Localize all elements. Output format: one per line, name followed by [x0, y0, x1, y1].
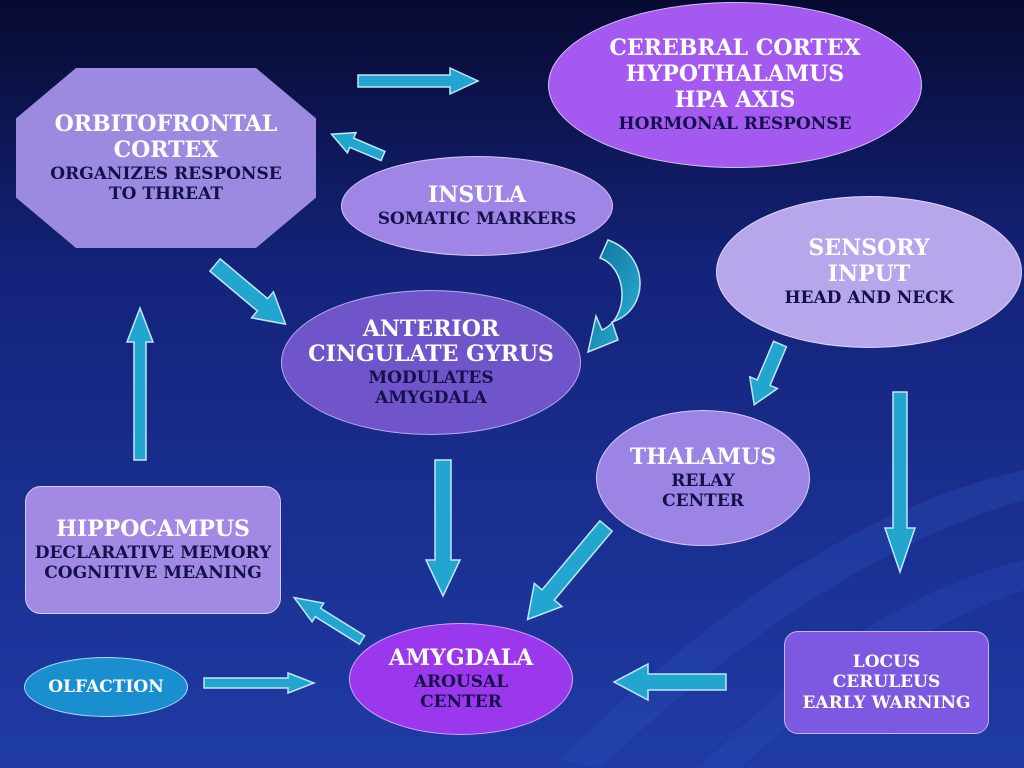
insula-title: INSULA — [427, 182, 526, 208]
amygdala-title: AMYGDALA — [388, 644, 534, 671]
hippocampus-sub-1: DECLARATIVE MEMORY — [34, 542, 272, 563]
thalamus-title: THALAMUS — [629, 443, 777, 470]
thalamus-node: THALAMUS RELAY CENTER — [596, 410, 810, 546]
acg-title-2: CINGULATE GYRUS — [308, 341, 554, 368]
sensory-title-1: SENSORY — [808, 235, 930, 262]
hippocampus-sub-2: COGNITIVE MEANING — [44, 562, 262, 583]
acg-sub-2: AMYGDALA — [375, 388, 487, 409]
orbitofrontal-sub-2: TO THREAT — [108, 183, 224, 204]
thalamus-sub-1: RELAY — [671, 470, 735, 491]
locus-line-1: LOCUS — [852, 652, 921, 673]
amygdala-sub-2: CENTER — [420, 691, 502, 712]
orbitofrontal-title-1: ORBITOFRONTAL — [54, 111, 278, 137]
cerebral-cortex-line-2: HYPOTHALAMUS — [625, 61, 845, 87]
locus-line-3: EARLY WARNING — [802, 692, 971, 713]
amygdala-sub-1: AROUSAL — [413, 671, 509, 692]
cerebral-cortex-node: CEREBRAL CORTEX HYPOTHALAMUS HPA AXIS HO… — [548, 2, 922, 168]
cerebral-cortex-line-3: HPA AXIS — [674, 86, 796, 113]
hippocampus-node: HIPPOCAMPUS DECLARATIVE MEMORY COGNITIVE… — [25, 486, 281, 614]
cerebral-cortex-sub: HORMONAL RESPONSE — [618, 113, 852, 134]
sensory-input-node: SENSORY INPUT HEAD AND NECK — [716, 196, 1022, 348]
thalamus-sub-2: CENTER — [662, 490, 744, 511]
sensory-sub: HEAD AND NECK — [784, 287, 954, 308]
amygdala-node: AMYGDALA AROUSAL CENTER — [349, 623, 573, 735]
hippocampus-title: HIPPOCAMPUS — [56, 515, 250, 542]
acg-sub-1: MODULATES — [368, 368, 494, 389]
acg-title-1: ANTERIOR — [362, 315, 500, 342]
orbitofrontal-title-2: CORTEX — [113, 136, 219, 163]
insula-node: INSULA SOMATIC MARKERS — [341, 156, 613, 256]
orbitofrontal-sub-1: ORGANIZES RESPONSE — [50, 163, 282, 184]
locus-ceruleus-node: LOCUS CERULEUS EARLY WARNING — [784, 631, 989, 734]
olfaction-title: OLFACTION — [48, 676, 164, 697]
cerebral-cortex-line-1: CEREBRAL CORTEX — [609, 35, 861, 62]
orbitofrontal-node: ORBITOFRONTAL CORTEX ORGANIZES RESPONSE … — [16, 68, 316, 248]
sensory-title-2: INPUT — [827, 260, 911, 287]
olfaction-node: OLFACTION — [24, 657, 188, 717]
locus-line-2: CERULEUS — [832, 672, 941, 693]
insula-sub: SOMATIC MARKERS — [377, 208, 577, 229]
anterior-cingulate-node: ANTERIOR CINGULATE GYRUS MODULATES AMYGD… — [281, 290, 581, 435]
